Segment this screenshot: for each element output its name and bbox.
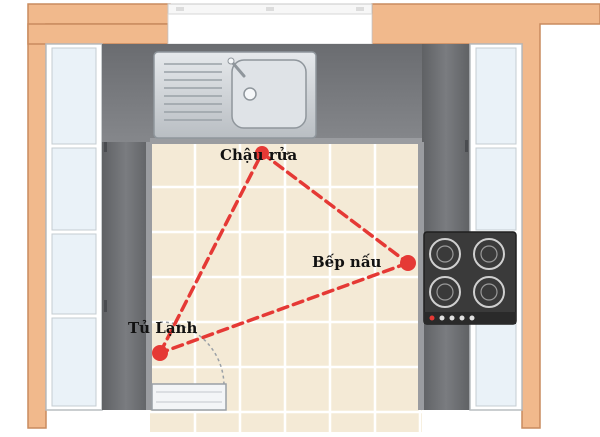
cooktop-icon: [423, 231, 517, 325]
window-sill: [167, 13, 373, 45]
right-shelving: [418, 43, 523, 411]
top-counter-edge: [150, 138, 422, 144]
window-handle-right: [266, 7, 274, 11]
left-shelf-glass-1: [51, 47, 97, 145]
edge-stove-fridge: [158, 261, 410, 355]
sink-icon: [153, 51, 317, 139]
floor-tiles: [150, 142, 422, 432]
left-handle-2: [104, 300, 107, 312]
left-shelving: [45, 43, 152, 411]
fridge-door-icon: [151, 321, 227, 411]
label-stove: Bếp nấu: [312, 253, 382, 271]
faucet-base: [227, 57, 235, 65]
top-counter: [102, 44, 422, 144]
burner-1: [429, 238, 461, 270]
burner-4: [473, 276, 505, 308]
label-fridge: Tủ Lạnh: [128, 319, 197, 337]
right-shelf-glass-3: [475, 319, 517, 407]
burner-3: [429, 276, 461, 308]
faucet: [230, 60, 246, 78]
right-handle: [465, 140, 468, 152]
window-handle-left: [176, 7, 184, 11]
left-shelf-glass-2: [51, 147, 97, 231]
left-shelf-glass-3: [51, 233, 97, 315]
right-counter: [422, 44, 470, 410]
node-sink: [255, 146, 269, 160]
right-shelf-glass-1: [475, 47, 517, 145]
fridge-door: [151, 383, 227, 411]
left-counter-edge: [146, 142, 152, 410]
left-handle-1: [104, 140, 107, 152]
burner-2: [473, 238, 505, 270]
sink-drain: [243, 87, 257, 101]
wall-left-inner: [27, 23, 169, 45]
left-shelf-glass-4: [51, 317, 97, 407]
edge-fridge-sink: [158, 151, 264, 355]
node-stove: [400, 255, 416, 271]
right-shelf-glass-2: [475, 147, 517, 231]
labels: Chậu rửa Bếp nấu Tủ Lạnh: [128, 146, 382, 337]
sink-basin: [231, 59, 307, 129]
window-handle-far: [356, 7, 364, 11]
right-counter-edge: [418, 142, 424, 410]
node-fridge: [152, 345, 168, 361]
work-triangle: [152, 146, 416, 361]
cooktop-knobs: [429, 315, 475, 321]
edge-sink-stove: [260, 151, 410, 265]
drainboard-ribs: [164, 63, 222, 121]
label-sink: Chậu rửa: [220, 146, 298, 164]
